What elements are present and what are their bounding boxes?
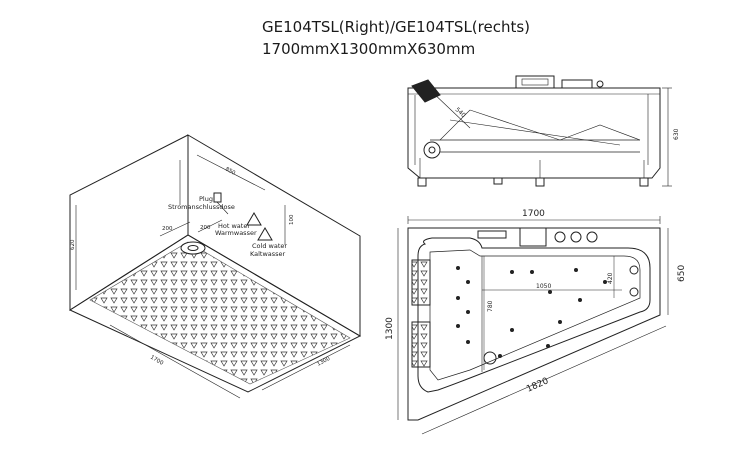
control-knob-3 bbox=[586, 231, 598, 243]
control-knob-2 bbox=[570, 231, 582, 243]
headrest-icon bbox=[411, 79, 441, 103]
pump-icon bbox=[423, 141, 441, 159]
hot-water-label-de: Warmwasser bbox=[215, 229, 257, 237]
top-dim-1700: 1700 bbox=[522, 209, 545, 219]
top-dim-1820: 1820 bbox=[525, 376, 550, 395]
cold-water-label-de: Kaltwasser bbox=[250, 250, 286, 258]
iso-dim-1300: 1300 bbox=[316, 356, 332, 368]
control-knob-1 bbox=[554, 231, 566, 243]
top-dim-1050: 1050 bbox=[536, 283, 551, 290]
floor-pattern bbox=[89, 241, 351, 385]
tub-side-outline bbox=[407, 87, 661, 179]
side-dim-540: 540 bbox=[454, 106, 467, 119]
drain-top-icon bbox=[483, 351, 497, 365]
headrest-bottom bbox=[411, 321, 431, 368]
display-panel bbox=[519, 227, 547, 247]
top-dim-420: 420 bbox=[607, 272, 614, 284]
control-panel bbox=[477, 230, 507, 239]
top-view bbox=[397, 216, 669, 435]
cold-water-valve-icon bbox=[257, 227, 273, 241]
iso-dim-1700: 1700 bbox=[149, 355, 165, 367]
water-jets bbox=[456, 266, 607, 358]
cold-water-label: Cold water bbox=[252, 242, 287, 250]
side-view-labels: 540 630 bbox=[454, 106, 680, 140]
hot-water-label: Hot water bbox=[218, 222, 250, 230]
drain-inner-icon bbox=[187, 245, 199, 251]
plug-label-de: Stromanschlussdose bbox=[168, 203, 235, 211]
basin-outline bbox=[417, 237, 651, 393]
headrest-top bbox=[411, 259, 431, 306]
tub-top-outline bbox=[407, 227, 661, 421]
plug-socket-icon bbox=[213, 192, 222, 203]
drain-icon bbox=[180, 241, 206, 255]
iso-dim-200-a: 200 bbox=[162, 226, 173, 232]
top-dim-780: 780 bbox=[487, 300, 494, 312]
overflow-icon bbox=[629, 265, 639, 275]
plug-label: Plug bbox=[199, 195, 213, 203]
isometric-installation-view bbox=[68, 134, 362, 399]
iso-dim-620: 620 bbox=[70, 239, 76, 250]
side-dim-630: 630 bbox=[673, 128, 680, 140]
model-title: GE104TSL(Right)/GE104TSL(rechts) bbox=[262, 18, 531, 36]
side-view bbox=[407, 75, 672, 187]
iso-dim-850: 850 bbox=[224, 166, 237, 176]
top-fitting bbox=[561, 79, 593, 89]
top-dim-1300: 1300 bbox=[385, 317, 395, 340]
hot-water-valve-icon bbox=[246, 212, 262, 226]
iso-dim-100: 100 bbox=[289, 214, 295, 225]
floor-outline bbox=[68, 234, 362, 393]
dimensions-title: 1700mmX1300mmX630mm bbox=[262, 40, 476, 58]
iso-dim-200-b: 200 bbox=[200, 225, 211, 231]
top-dim-650: 650 bbox=[677, 265, 687, 282]
